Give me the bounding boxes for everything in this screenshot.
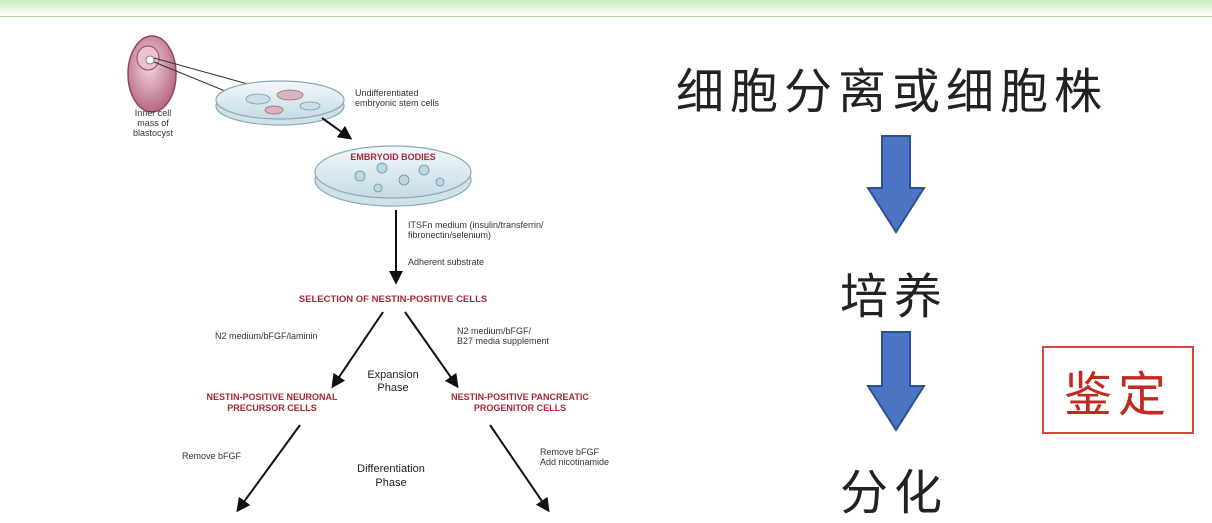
- svg-text:embryonic stem cells: embryonic stem cells: [355, 98, 440, 108]
- neuronal-precursor-label: NESTIN-POSITIVE NEURONAL PRECURSOR CELLS: [206, 392, 338, 413]
- svg-text:Differentiation: Differentiation: [357, 463, 425, 475]
- svg-text:N2 medium/bFGF/: N2 medium/bFGF/: [457, 326, 532, 336]
- svg-text:Undifferentiated: Undifferentiated: [355, 88, 418, 98]
- undifferentiated-cells-label: Undifferentiated embryonic stem cells: [355, 88, 440, 108]
- svg-text:PROGENITOR CELLS: PROGENITOR CELLS: [474, 403, 566, 413]
- arrow-to-pancreatic: [404, 311, 459, 389]
- arrow-to-neuronal: [331, 311, 384, 389]
- svg-text:ITSFn medium (insulin/transfer: ITSFn medium (insulin/transferrin/: [408, 220, 544, 230]
- blastocyst-illustration: [127, 35, 177, 113]
- inner-cell-mass-label: Inner cell mass of blastocyst: [133, 108, 174, 138]
- svg-text:Add nicotinamide: Add nicotinamide: [540, 457, 609, 467]
- remove-bfgf-left-label: Remove bFGF: [182, 451, 242, 461]
- flow-step-culture: 培养: [840, 269, 949, 325]
- svg-text:NESTIN-POSITIVE NEURONAL: NESTIN-POSITIVE NEURONAL: [206, 392, 338, 402]
- stem-cell-culture-dish: [215, 80, 345, 126]
- svg-text:Expansion: Expansion: [367, 369, 418, 381]
- down-arrow-1: [866, 135, 926, 234]
- arrow-pancreatic-differentiation: [489, 424, 550, 513]
- flow-step-cell-isolation: 细胞分离或细胞株: [676, 64, 1109, 120]
- right-medium-label: N2 medium/bFGF/ B27 media supplement: [457, 326, 550, 346]
- top-header-band: [0, 0, 1212, 17]
- svg-text:Phase: Phase: [375, 477, 406, 489]
- embryoid-bodies-dish: [314, 145, 472, 207]
- svg-text:NESTIN-POSITIVE PANCREATIC: NESTIN-POSITIVE PANCREATIC: [451, 392, 589, 402]
- pancreatic-progenitor-label: NESTIN-POSITIVE PANCREATIC PROGENITOR CE…: [451, 392, 589, 413]
- svg-text:PRECURSOR CELLS: PRECURSOR CELLS: [227, 403, 317, 413]
- remove-bfgf-right-label: Remove bFGF Add nicotinamide: [540, 447, 609, 467]
- differentiation-phase-label: Differentiation Phase: [357, 463, 425, 489]
- down-arrow-2: [866, 331, 926, 432]
- flow-step-differentiation: 分化: [840, 465, 949, 521]
- selection-nestin-label: SELECTION OF NESTIN-POSITIVE CELLS: [299, 294, 487, 305]
- svg-text:mass of: mass of: [137, 118, 169, 128]
- svg-text:Phase: Phase: [377, 382, 408, 394]
- pointer-line: [153, 57, 256, 87]
- svg-text:Inner cell: Inner cell: [135, 108, 172, 118]
- embryoid-bodies-label: EMBRYOID BODIES: [350, 152, 435, 162]
- identification-label: 鉴定: [1063, 367, 1172, 423]
- svg-text:fibronectin/selenium): fibronectin/selenium): [408, 230, 491, 240]
- expansion-phase-label: Expansion Phase: [367, 369, 418, 394]
- arrow-neuronal-differentiation: [236, 424, 301, 513]
- arrow-dish-to-embryoid: [321, 117, 353, 140]
- adherent-substrate-label: Adherent substrate: [408, 257, 484, 267]
- svg-text:B27 media supplement: B27 media supplement: [457, 336, 550, 346]
- left-medium-label: N2 medium/bFGF/laminin: [215, 331, 318, 341]
- identification-box: 鉴定: [1042, 346, 1194, 434]
- itsfn-medium-label: ITSFn medium (insulin/transferrin/ fibro…: [408, 220, 544, 240]
- svg-text:blastocyst: blastocyst: [133, 128, 174, 138]
- svg-text:Remove bFGF: Remove bFGF: [540, 447, 600, 457]
